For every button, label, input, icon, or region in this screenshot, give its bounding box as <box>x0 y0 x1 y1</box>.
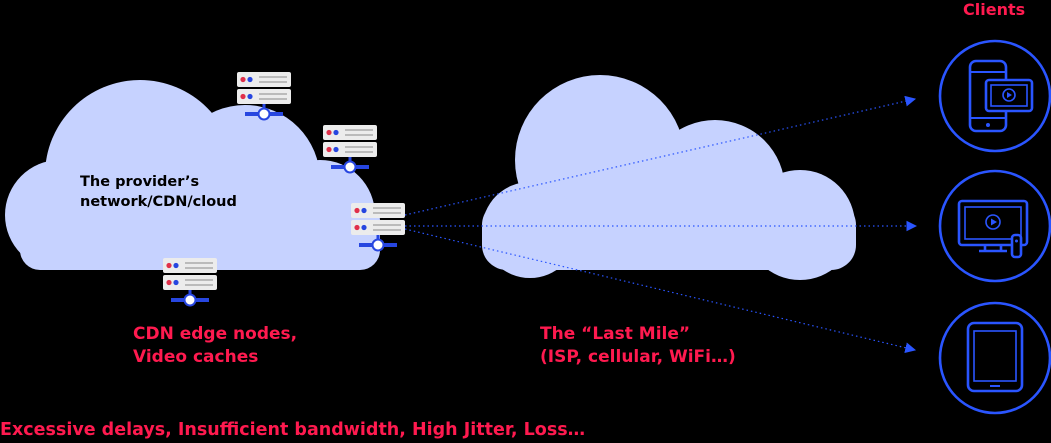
last-mile-cloud <box>482 75 856 280</box>
server-icon <box>162 257 218 307</box>
link-to-phone <box>404 95 917 216</box>
edge-nodes-label: CDN edge nodes, Video caches <box>133 323 297 369</box>
last-mile-line2: (ISP, cellular, WiFi…) <box>540 347 736 367</box>
edge-nodes-line2: Video caches <box>133 347 259 367</box>
edge-nodes-line1: CDN edge nodes, <box>133 324 298 344</box>
network-issues-text: Excessive delays, Insufficient bandwidth… <box>0 420 586 440</box>
server-icon <box>236 71 292 121</box>
provider-cloud-label: The provider’s network/CDN/cloud <box>80 172 237 212</box>
server-icon <box>350 202 406 252</box>
last-mile-label: The “Last Mile” (ISP, cellular, WiFi…) <box>540 323 736 369</box>
connection-lines <box>404 95 918 354</box>
link-to-tablet <box>404 228 917 354</box>
clients-title: Clients <box>963 0 1026 19</box>
client-tv <box>938 169 1051 283</box>
provider-cloud <box>5 80 380 270</box>
smartphone-video-icon <box>968 59 1034 133</box>
client-phone <box>938 39 1051 153</box>
client-tablet <box>938 301 1051 415</box>
provider-cloud-line2: network/CDN/cloud <box>80 194 237 210</box>
tv-video-icon <box>957 199 1029 259</box>
provider-cloud-line1: The provider’s <box>80 174 200 190</box>
server-icon <box>322 124 378 174</box>
tablet-icon <box>966 321 1024 393</box>
last-mile-line1: The “Last Mile” <box>540 324 691 344</box>
